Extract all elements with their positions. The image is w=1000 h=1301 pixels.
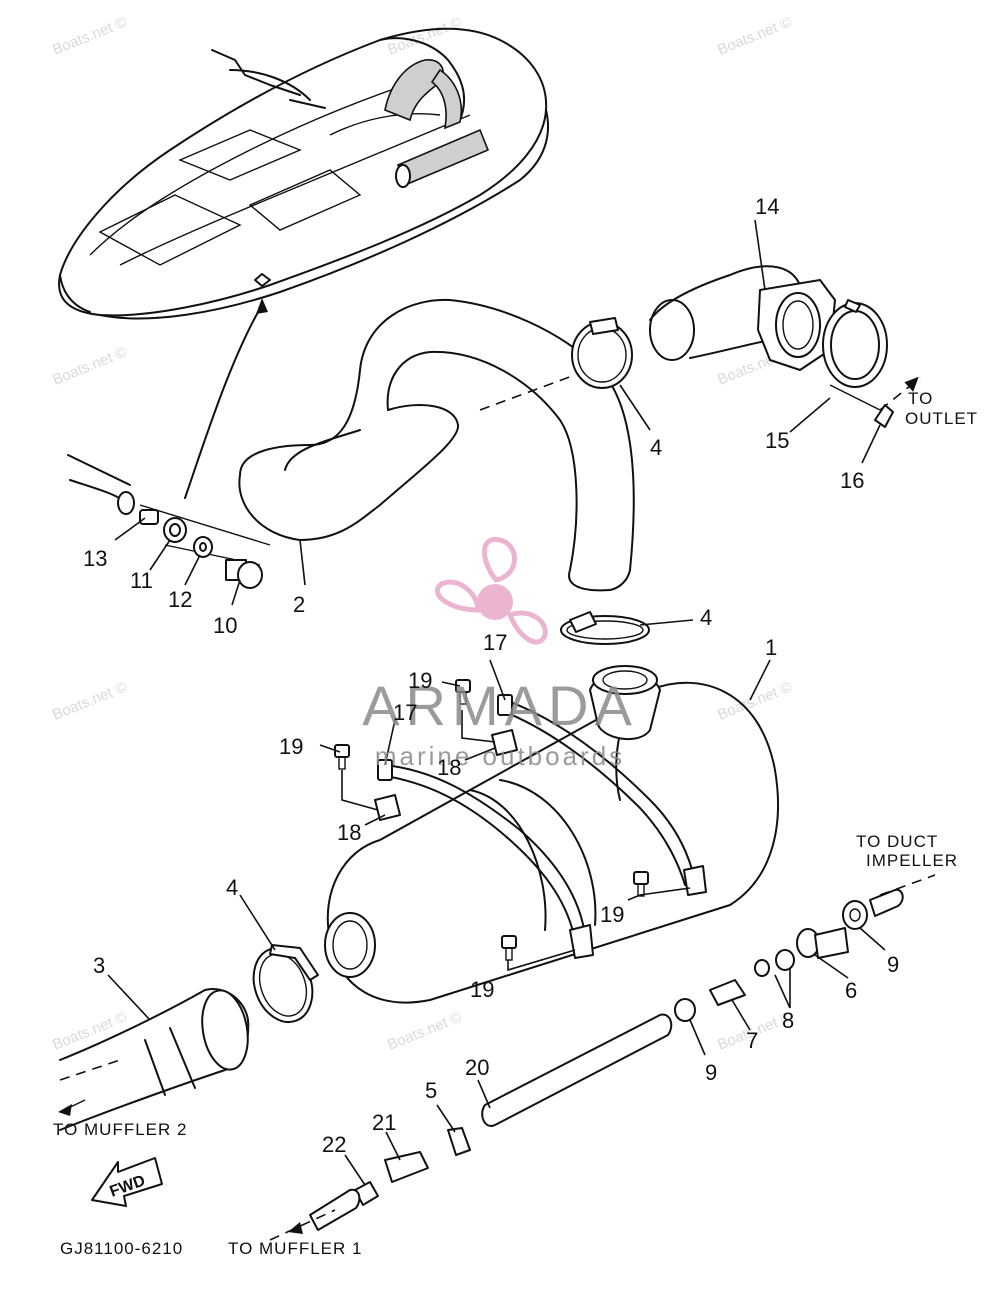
caption-to-duct: TO DUCT: [856, 832, 938, 851]
callout-7: 7: [746, 1028, 758, 1053]
hose-fittings: [309, 888, 904, 1231]
exhaust-pipe-part-2: [238, 298, 635, 592]
callout-2: 2: [293, 592, 305, 617]
callout-21: 21: [372, 1110, 396, 1135]
callout-5: 5: [425, 1078, 437, 1103]
callout-1: 1: [765, 635, 777, 660]
hull-drain-fittings: [67, 454, 271, 589]
caption-impeller: IMPELLER: [866, 851, 958, 870]
callout-6: 6: [845, 978, 857, 1003]
callout-3: 3: [93, 953, 105, 978]
callout-16: 16: [840, 468, 864, 493]
callout-numbers: 1 2 3 4 4 4 5 6 7 8 9 9 10 11 12 13 14 1…: [83, 194, 899, 1157]
callout-15: 15: [765, 428, 789, 453]
callout-20: 20: [465, 1055, 489, 1080]
callout-12: 12: [168, 587, 192, 612]
callout-19: 19: [408, 668, 432, 693]
diagram-code: GJ81100-6210: [60, 1239, 183, 1258]
foam-tube: [384, 59, 490, 188]
callout-19: 19: [600, 902, 624, 927]
propeller-icon: [435, 536, 548, 645]
drain-hose-line: [184, 304, 263, 499]
flow-lines: [58, 374, 936, 1241]
caption-to-outlet: TO: [908, 389, 933, 408]
leader-lines: [107, 219, 886, 1186]
callout-13: 13: [83, 546, 107, 571]
bolts-part-19: [334, 679, 649, 961]
callout-18: 18: [337, 820, 361, 845]
armada-logo: ARMADA marine outboards: [362, 536, 638, 771]
callout-17: 17: [393, 700, 417, 725]
caption-outlet: OUTLET: [905, 409, 978, 428]
brackets-part-18: [374, 729, 518, 821]
arrow-icon: [256, 298, 268, 314]
watermark-text: Boats.net ©: [715, 13, 794, 58]
callout-4: 4: [700, 605, 712, 630]
callout-22: 22: [322, 1132, 346, 1157]
callout-8: 8: [782, 1008, 794, 1033]
callout-4: 4: [650, 435, 662, 460]
callout-19: 19: [470, 977, 494, 1002]
watermark-text: Boats.net ©: [385, 1008, 464, 1053]
callout-14: 14: [755, 194, 779, 219]
watermark-text: Boats.net ©: [50, 13, 129, 58]
pipe-part-3: [59, 988, 250, 1131]
callout-17: 17: [483, 630, 507, 655]
callout-11: 11: [130, 568, 153, 593]
muffler-straps-part-17: [377, 694, 707, 959]
watermark-text: Boats.net ©: [50, 343, 129, 388]
caption-to-muffler-2: TO MUFFLER 2: [53, 1120, 187, 1139]
caption-to-muffler-1: TO MUFFLER 1: [228, 1239, 362, 1258]
muffler-part-1: [324, 665, 779, 1004]
logo-tagline: marine outboards: [375, 741, 625, 771]
callout-4: 4: [226, 875, 238, 900]
captions: TO OUTLET TO DUCT IMPELLER TO MUFFLER 2 …: [53, 389, 978, 1258]
callout-18: 18: [437, 755, 461, 780]
outlet-elbow-part-14: [649, 265, 894, 428]
watermark-text: Boats.net ©: [50, 678, 129, 723]
watercraft-illustration: [58, 27, 549, 320]
fwd-arrow-icon: FWD: [91, 1157, 163, 1207]
logo-wordmark: ARMADA: [362, 674, 638, 737]
hose-clamps-part-4: [252, 317, 650, 1023]
callout-19: 19: [279, 734, 303, 759]
callout-9: 9: [705, 1060, 717, 1085]
callout-9: 9: [887, 952, 899, 977]
callout-10: 10: [213, 613, 237, 638]
